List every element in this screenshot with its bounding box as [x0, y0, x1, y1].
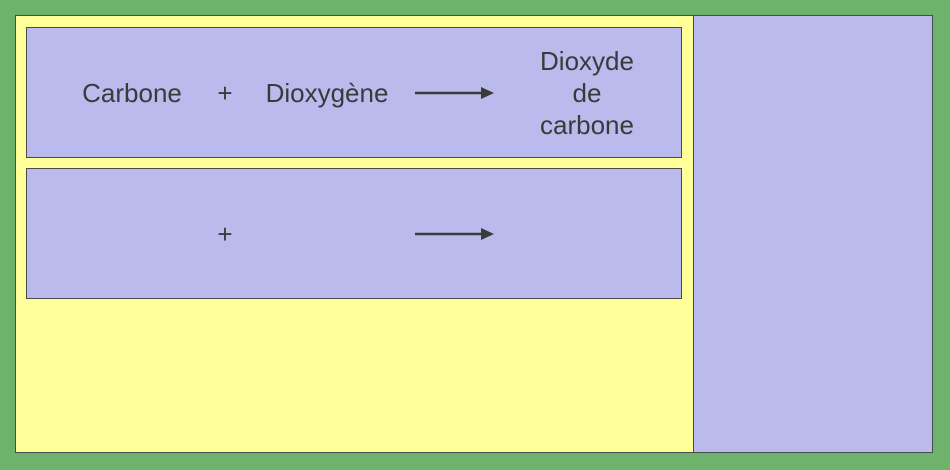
equation-row-2[interactable]: +	[26, 168, 682, 299]
equation-row-1[interactable]: Carbone + Dioxygène Dioxyde de carbone	[26, 27, 682, 158]
product-line-1: Dioxyde	[540, 45, 634, 76]
equation-workspace: Carbone + Dioxygène Dioxyde de carbone +	[15, 15, 695, 453]
product-line-3: carbone	[540, 109, 634, 140]
right-arrow-icon	[415, 227, 495, 241]
product-slot[interactable]: Dioxyde de carbone	[507, 45, 667, 141]
right-arrow-icon	[415, 86, 495, 100]
plus-sign: +	[217, 218, 233, 249]
plus-sign: +	[217, 77, 233, 108]
side-panel[interactable]	[693, 15, 933, 453]
reactant-1-slot[interactable]: Carbone	[82, 77, 182, 108]
product-line-2: de	[572, 77, 602, 108]
reactant-2-slot[interactable]: Dioxygène	[265, 77, 389, 108]
